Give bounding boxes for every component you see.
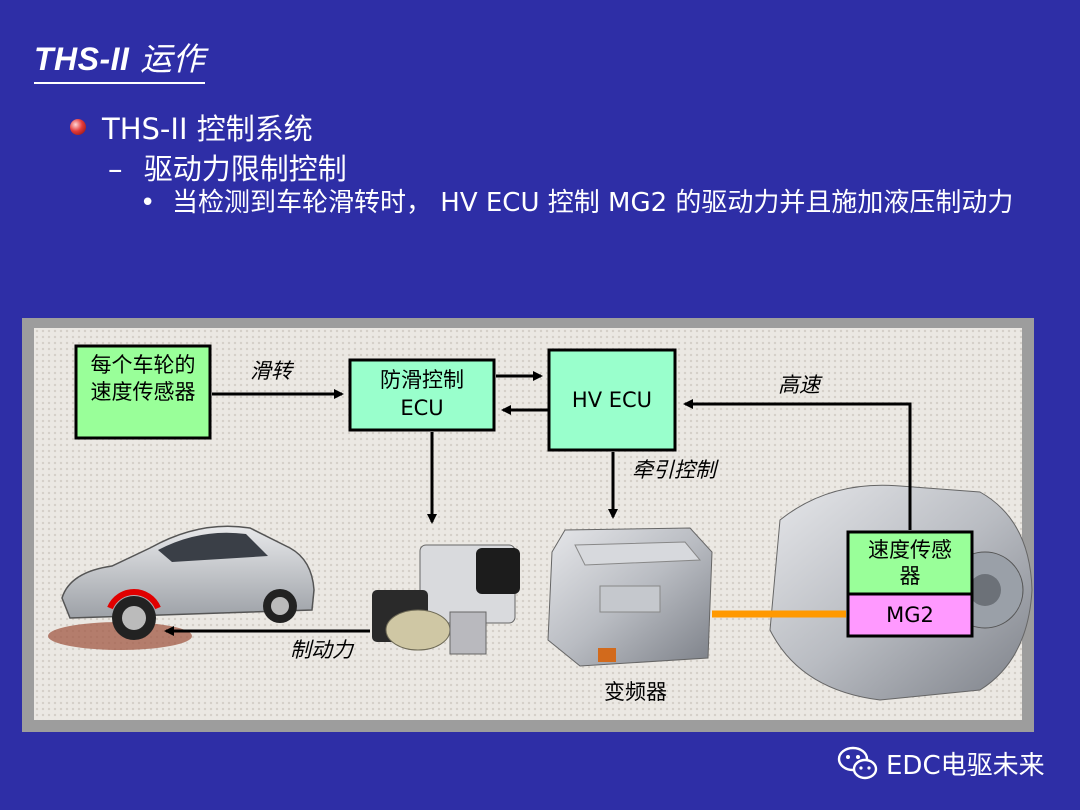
wheel-speed-sensor-box: 每个车轮的 速度传感器 (74, 344, 212, 440)
label-slip: 滑转 (250, 359, 295, 383)
wheel-sensor-line1: 每个车轮的 (91, 353, 196, 377)
bullet-level-2: – 驱动力限制控制 (108, 146, 347, 188)
car-illustration (48, 525, 315, 650)
arrow-speed-sensor-to-hv-ecu (683, 399, 912, 530)
footer-watermark: EDC电驱未来 (836, 744, 1045, 782)
abs-ecu-line2: ECU (400, 396, 443, 420)
abs-ecu-box: 防滑控制 ECU (348, 358, 496, 432)
label-inverter: 变频器 (604, 680, 667, 704)
title-operation: 运作 (140, 40, 206, 78)
label-high-speed: 高速 (778, 373, 823, 397)
mg2-box: MG2 (846, 592, 974, 638)
dash-bullet-icon: – (108, 152, 123, 186)
bullet-control-system: THS-II 控制系统 (102, 112, 313, 146)
dot-bullet-icon: • (140, 188, 156, 218)
wheel-sensor-line2: 速度传感器 (91, 380, 196, 404)
brake-actuator-illustration (372, 544, 520, 655)
speed-sensor-line1: 速度传感 (868, 538, 952, 562)
hv-ecu-label: HV ECU (572, 388, 652, 412)
title-model: THS-II (34, 41, 130, 77)
red-ball-bullet-icon (70, 119, 86, 135)
bullet-drive-limit: 驱动力限制控制 (143, 152, 347, 186)
hv-ecu-box: HV ECU (547, 348, 677, 452)
label-traction-control: 牵引控制 (632, 458, 719, 482)
speed-sensor-box: 速度传感 器 (846, 530, 974, 596)
speed-sensor-line2: 器 (900, 564, 921, 588)
inverter-illustration (547, 527, 713, 667)
mg2-label: MG2 (886, 603, 934, 627)
slide-title: THS-II 运作 (34, 34, 206, 84)
wechat-icon (837, 746, 878, 780)
bullet-wheel-slip-description: 当检测到车轮滑转时， HV ECU 控制 MG2 的驱动力并且施加液压制动力 (172, 188, 1014, 218)
bullet-level-1: THS-II 控制系统 (70, 106, 313, 148)
bullet-level-3: • 当检测到车轮滑转时， HV ECU 控制 MG2 的驱动力并且施加液压制动力 (140, 184, 1060, 222)
label-brake-force: 制动力 (290, 638, 355, 662)
abs-ecu-line1: 防滑控制 (380, 368, 464, 392)
footer-brand: EDC电驱未来 (886, 750, 1045, 781)
